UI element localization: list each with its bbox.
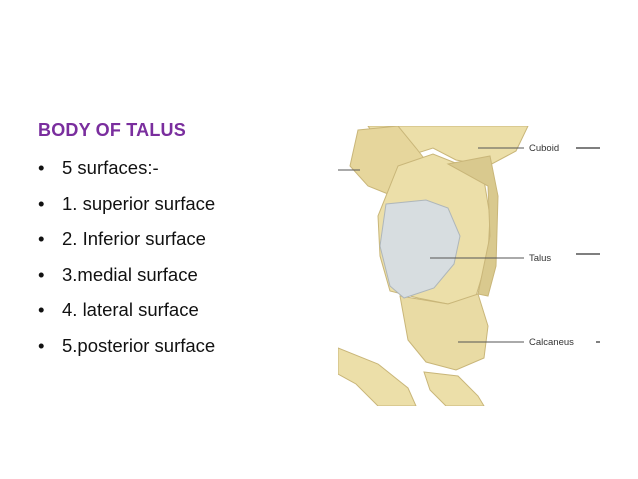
- bullet-icon: •: [38, 192, 45, 214]
- bullet-text: 5 surfaces:-: [62, 157, 159, 178]
- bullet-item: • 3.medial surface: [38, 257, 215, 293]
- bullet-text: 3.medial surface: [62, 263, 198, 285]
- lateral-bone: [446, 155, 499, 297]
- talus-articular-surface: [379, 199, 461, 299]
- lower-bone-left: [338, 347, 417, 406]
- bullet-icon: •: [38, 263, 45, 285]
- bullet-icon: •: [38, 228, 45, 249]
- bullet-text: 1. superior surface: [62, 192, 216, 214]
- bullet-list: • 5 surfaces:- • 1. superior surface • 2. I…: [38, 150, 215, 363]
- bullet-item: • 5.posterior surface: [38, 328, 215, 364]
- bullet-text: 4. lateral surface: [62, 299, 199, 320]
- label-calcaneus: Calcaneus: [529, 337, 574, 348]
- bullet-text: 5.posterior surface: [62, 334, 216, 356]
- slide-heading: BODY OF TALUS: [38, 120, 186, 140]
- bullet-icon: •: [38, 334, 45, 356]
- talus-anatomy-figure: Cuboid Talus Calcaneus: [338, 126, 600, 406]
- bullet-item: • 2. Inferior surface: [38, 221, 215, 257]
- bullet-item: • 4. lateral surface: [38, 292, 215, 328]
- bullet-icon: •: [38, 299, 45, 320]
- bullet-item: • 5 surfaces:-: [38, 150, 215, 186]
- bullet-icon: •: [38, 157, 45, 178]
- lower-bone-right: [423, 371, 485, 406]
- label-talus: Talus: [529, 253, 551, 264]
- bullet-item: • 1. superior surface: [38, 186, 215, 222]
- label-cuboid: Cuboid: [529, 143, 559, 154]
- bullet-text: 2. Inferior surface: [62, 228, 206, 249]
- calcaneus-bone: [399, 293, 489, 371]
